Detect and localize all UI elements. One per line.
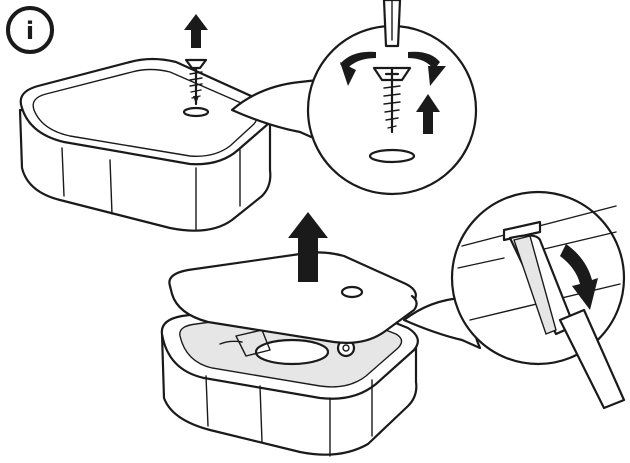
closed-device xyxy=(18,57,273,232)
screw-small xyxy=(184,58,208,106)
counterclockwise-rotate-icon xyxy=(340,51,446,86)
info-letter: i xyxy=(26,17,34,45)
pry-zoom-callout xyxy=(402,190,626,410)
arrow-up-icon xyxy=(288,212,328,282)
arrow-up-icon xyxy=(416,94,440,134)
lifted-lid xyxy=(168,251,418,344)
arrow-down-icon xyxy=(560,244,598,310)
info-icon: i xyxy=(6,6,54,54)
arrow-up-icon xyxy=(184,14,208,48)
